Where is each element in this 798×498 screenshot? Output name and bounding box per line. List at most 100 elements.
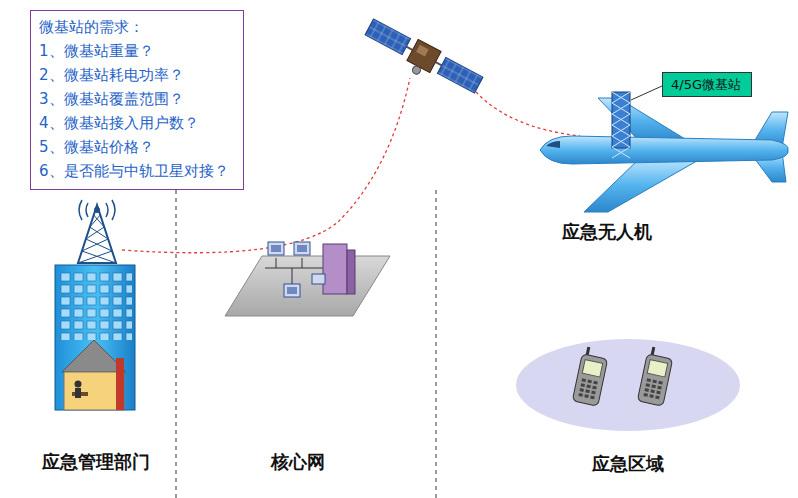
drone-airplane <box>540 136 788 164</box>
microcell-antenna <box>612 114 630 125</box>
core-network-icon <box>347 250 355 294</box>
microcell-antenna <box>612 125 630 136</box>
emergency-area <box>516 339 740 431</box>
microcell-antenna <box>612 114 630 125</box>
separator-line <box>176 190 177 498</box>
phone-icon <box>572 346 674 406</box>
phone-icon <box>584 394 589 398</box>
microcell-antenna <box>612 147 630 158</box>
core-network-icon <box>302 258 303 268</box>
satellite-icon <box>411 65 422 76</box>
leader-line <box>631 86 662 100</box>
phone-icon <box>579 388 584 392</box>
node-text: 3、微基站覆盖范围？ <box>39 87 231 111</box>
core-network-icon <box>287 287 297 294</box>
node-text: 5、微基站价格？ <box>39 135 231 159</box>
building-icon <box>75 381 82 388</box>
antenna-tower <box>90 227 108 239</box>
phone-icon <box>591 391 596 395</box>
building-icon <box>75 388 81 398</box>
phone-icon <box>644 388 649 392</box>
satellite-icon <box>407 39 441 72</box>
drone-airplane <box>584 158 702 212</box>
phone-icon <box>581 383 586 387</box>
phone-icon <box>637 346 674 406</box>
building-icon <box>116 358 124 410</box>
antenna-tower <box>78 200 116 263</box>
node-text: 2、微基站耗电功率？ <box>39 63 231 87</box>
phone-icon <box>652 380 657 384</box>
node-heading: 微基站的需求： <box>39 15 231 39</box>
phone-icon <box>593 381 598 385</box>
antenna-tower <box>78 215 116 263</box>
satellite-icon <box>437 57 483 93</box>
phone-icon <box>572 346 609 406</box>
microcell-antenna <box>612 92 630 148</box>
antenna-tower <box>79 200 115 220</box>
core-network-icon <box>268 242 284 255</box>
microcell-antenna <box>612 92 630 158</box>
phone-icon <box>643 393 648 397</box>
microcell-tag: 4/5G微基站 <box>662 72 752 97</box>
building-icon <box>64 372 124 410</box>
building-icon <box>58 270 132 340</box>
phone-icon <box>649 394 654 398</box>
antenna-tower <box>82 251 116 263</box>
node-text: 4、微基站接入用户数？ <box>39 111 231 135</box>
requirements-box: 微基站的需求：1、微基站重量？2、微基站耗电功率？3、微基站覆盖范围？4、微基站… <box>30 10 244 190</box>
drone-label: 应急无人机 <box>562 220 652 244</box>
satellite-icon <box>416 45 429 57</box>
core-network-icon <box>294 242 310 255</box>
node-text: 6、是否能与中轨卫星对接？ <box>39 159 231 183</box>
microcell-antenna <box>612 136 630 147</box>
core-network-icon <box>312 274 325 284</box>
core-network-icon <box>271 245 307 294</box>
microcell-antenna <box>612 92 630 103</box>
core-network-icon <box>297 245 307 252</box>
core-network-icon <box>225 242 390 316</box>
phone-icon <box>637 354 672 406</box>
phone-icon <box>656 391 661 395</box>
satellite-icon <box>360 16 485 102</box>
microcell-antenna <box>612 92 630 103</box>
microcell-antenna <box>612 147 630 158</box>
core-network-icon <box>276 258 277 268</box>
antenna-tower <box>90 215 100 227</box>
phone-icon <box>586 384 591 388</box>
core-network-icon <box>268 242 310 297</box>
antenna-tower <box>94 207 100 213</box>
phone-icon <box>647 378 652 382</box>
building-icon <box>55 265 135 410</box>
microcell-antenna <box>612 103 630 114</box>
building-icon <box>55 265 135 410</box>
antenna-tower <box>78 251 112 263</box>
phone-icon <box>655 396 660 400</box>
separator-line <box>436 190 437 498</box>
microcell-antenna <box>612 136 630 147</box>
phone-icon <box>578 378 597 399</box>
phone-icon <box>585 389 590 393</box>
phone-icon <box>647 360 668 377</box>
antenna-tower <box>82 239 108 251</box>
phone-icon <box>658 381 663 385</box>
core-network-icon <box>292 268 293 286</box>
antenna-tower <box>78 205 116 263</box>
microcell-antenna <box>612 103 630 114</box>
phone-icon <box>582 360 603 377</box>
area-label: 应急区域 <box>592 452 664 476</box>
satellite-icon <box>365 19 411 55</box>
core-network-icon <box>323 244 347 294</box>
core-network-label: 核心网 <box>271 450 325 474</box>
core-network-icon <box>271 245 281 252</box>
phone-icon <box>578 393 583 397</box>
phone-icon <box>590 396 595 400</box>
antenna-tower <box>86 227 104 239</box>
antenna-tower <box>86 239 112 251</box>
microcell-antenna <box>612 125 630 136</box>
phone-icon <box>646 383 651 387</box>
satellite-link <box>476 92 580 136</box>
phone-icon <box>657 386 662 390</box>
phone-icon <box>650 389 655 393</box>
node-text: 1、微基站重量？ <box>39 39 231 63</box>
